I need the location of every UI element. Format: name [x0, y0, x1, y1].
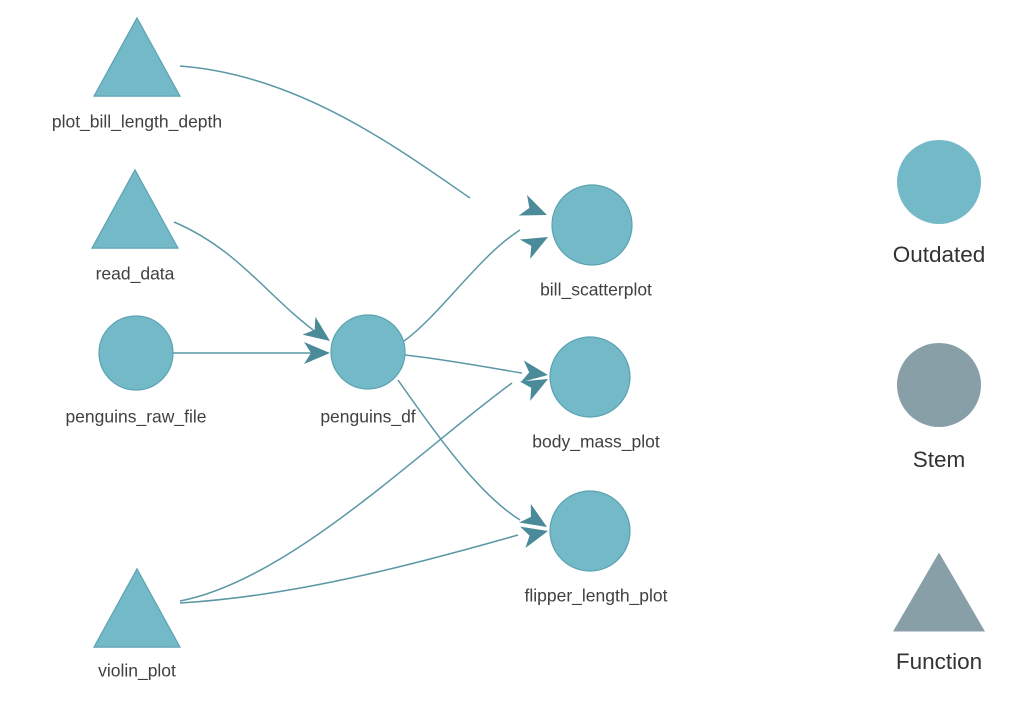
function-triangle-icon[interactable]: [92, 16, 182, 97]
graph-node-flipper_length_plot[interactable]: flipper_length_plot: [524, 490, 668, 607]
node-label: penguins_df: [320, 407, 415, 428]
node-label: body_mass_plot: [532, 432, 660, 453]
edge-arrowhead-icon: [520, 360, 548, 383]
function-triangle-icon[interactable]: [92, 567, 182, 648]
edge-line: [404, 354, 523, 374]
stem-circle-icon[interactable]: [549, 336, 631, 418]
edge-arrowhead-icon: [520, 526, 548, 548]
node-label: violin_plot: [98, 661, 176, 682]
node-label: penguins_raw_file: [65, 407, 206, 428]
node-label: plot_bill_length_depth: [52, 112, 222, 133]
graph-node-bill_scatterplot[interactable]: bill_scatterplot: [540, 184, 652, 301]
edge-arrowhead-icon: [519, 379, 548, 401]
legend-circle-icon: [897, 343, 981, 427]
stem-circle-icon[interactable]: [98, 315, 174, 391]
edge-arrowhead-icon: [518, 195, 547, 216]
graph-node-plot_bill_length_depth[interactable]: plot_bill_length_depth: [52, 16, 222, 133]
legend-item-stem: Stem: [897, 343, 981, 472]
edges-layer: [173, 65, 548, 604]
edge-line: [179, 534, 519, 604]
graph-edge: [404, 354, 548, 383]
stem-circle-icon[interactable]: [330, 314, 406, 390]
graph-edge: [173, 342, 330, 364]
legend-circle-icon: [897, 140, 981, 224]
node-label: read_data: [96, 264, 175, 285]
stem-circle-icon[interactable]: [551, 184, 633, 266]
legend-label: Function: [896, 649, 982, 674]
graph-node-body_mass_plot[interactable]: body_mass_plot: [532, 336, 660, 453]
graph-edge: [179, 526, 548, 604]
edge-arrowhead-icon: [302, 316, 330, 341]
edge-arrowhead-icon: [519, 237, 548, 259]
edge-line: [179, 65, 471, 199]
nodes-layer: plot_bill_length_depth read_data penguins_…: [52, 16, 668, 682]
graph-edge: [403, 229, 548, 342]
graph-node-read_data[interactable]: read_data: [90, 168, 180, 285]
graph-edge: [179, 65, 547, 216]
graph-node-violin_plot[interactable]: violin_plot: [92, 567, 182, 682]
graph-node-penguins_df[interactable]: penguins_df: [320, 314, 416, 428]
node-label: bill_scatterplot: [540, 280, 652, 301]
legend-label: Stem: [913, 447, 966, 472]
edge-line: [397, 379, 521, 521]
legend-triangle-icon: [893, 552, 985, 632]
legend-label: Outdated: [893, 242, 986, 267]
function-triangle-icon[interactable]: [90, 168, 180, 249]
legend-item-function: Function: [893, 552, 985, 674]
edge-arrowhead-icon: [519, 503, 547, 527]
graph-edge: [173, 221, 330, 341]
edge-line: [173, 221, 321, 336]
node-label: flipper_length_plot: [524, 586, 667, 607]
graph-node-penguins_raw_file[interactable]: penguins_raw_file: [65, 315, 207, 428]
legend-item-outdated: Outdated: [893, 140, 986, 267]
edge-line: [403, 229, 521, 342]
stem-circle-icon[interactable]: [549, 490, 631, 572]
graph-edge: [397, 379, 547, 527]
graph-edge: [179, 379, 548, 602]
edge-arrowhead-icon: [304, 342, 330, 364]
edge-line: [179, 382, 513, 602]
